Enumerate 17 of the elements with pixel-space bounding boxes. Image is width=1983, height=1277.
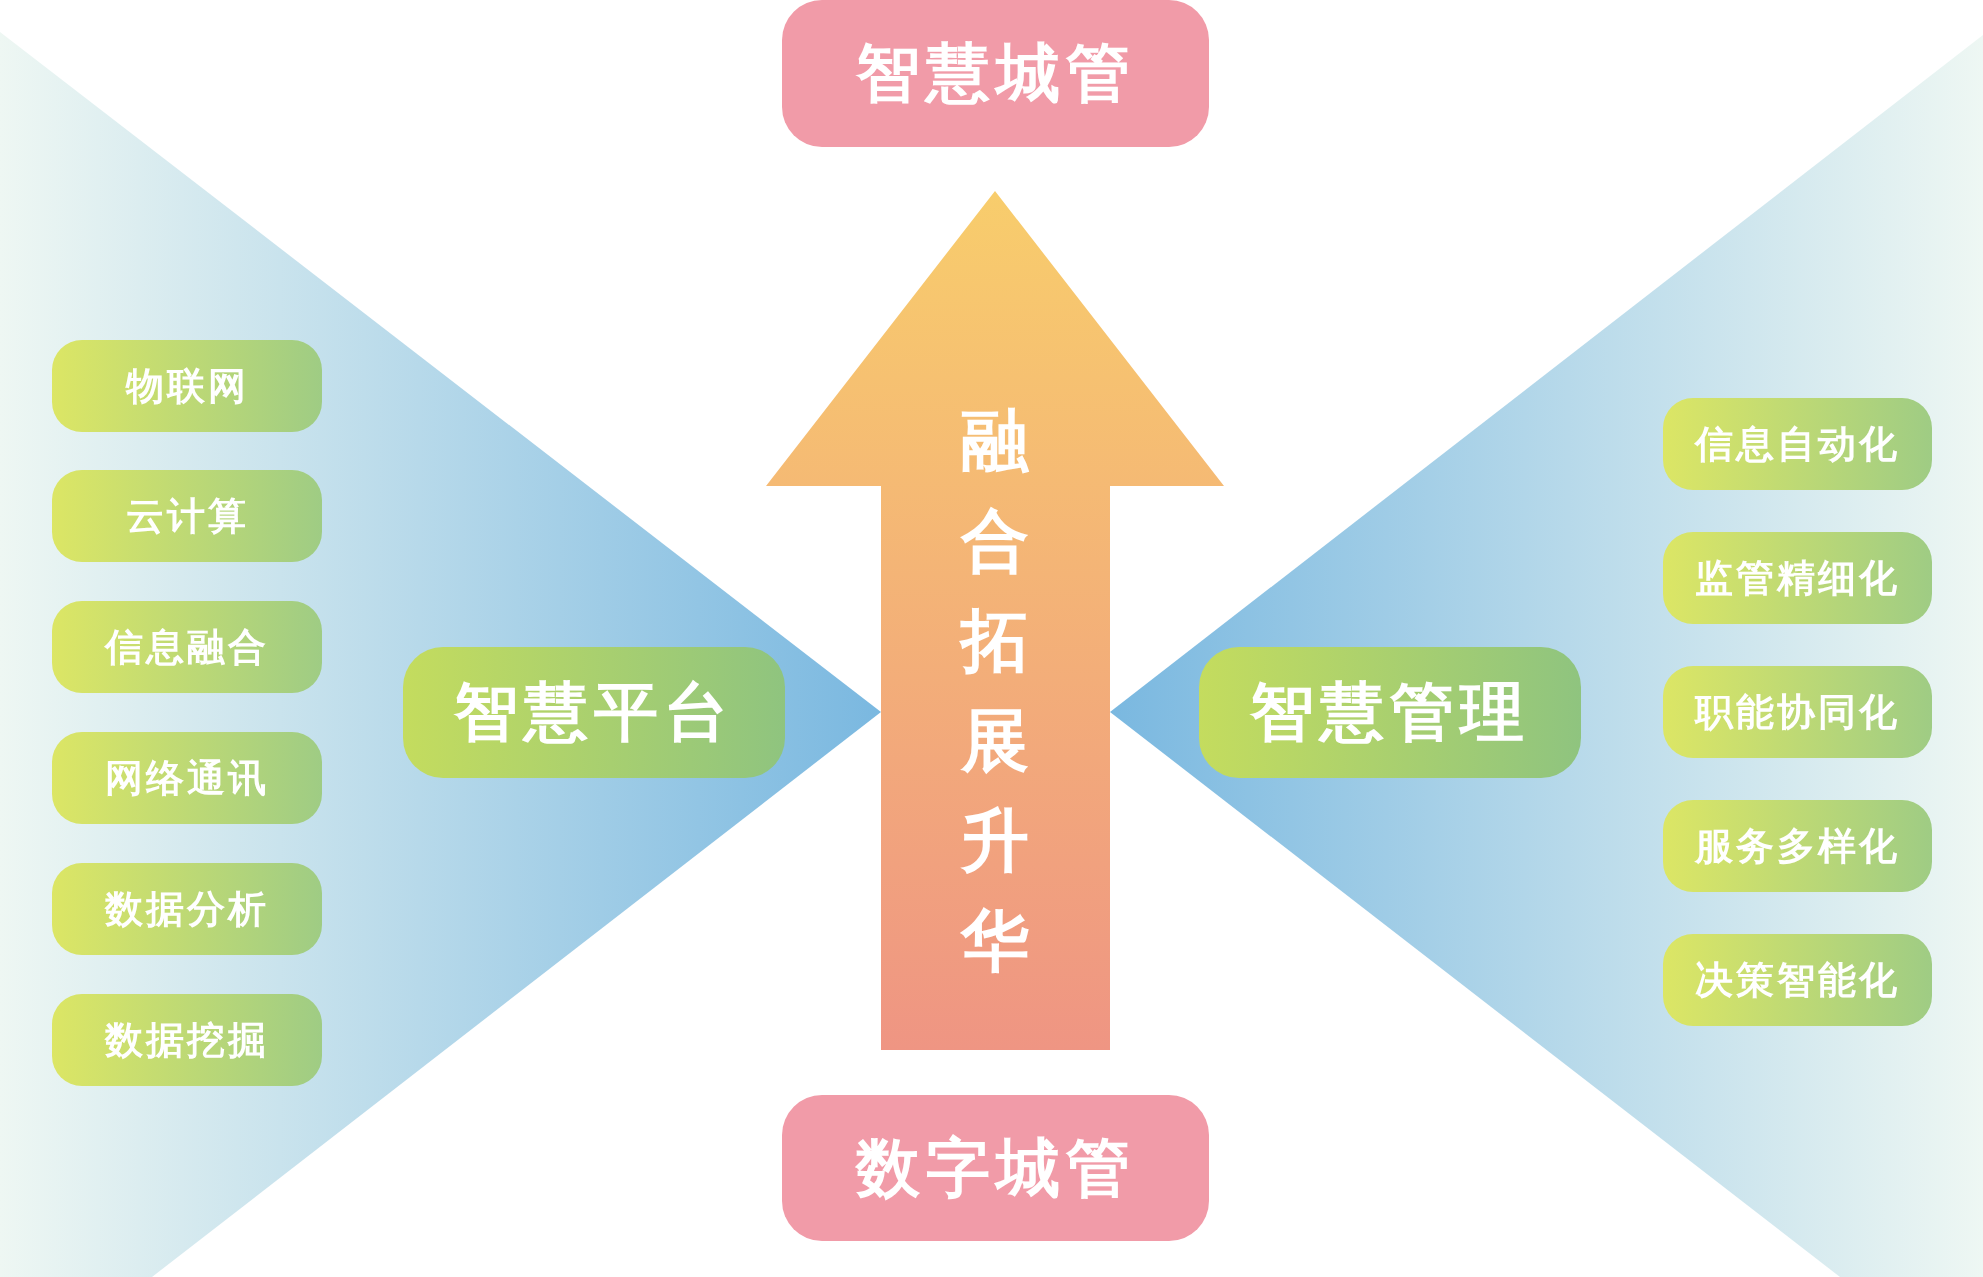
tag-pill: 云计算 xyxy=(52,470,322,562)
tag-pill: 决策智能化 xyxy=(1663,934,1932,1026)
tag-pill: 网络通讯 xyxy=(52,732,322,824)
tag-pill: 信息融合 xyxy=(52,601,322,693)
category-pill: 智慧管理 xyxy=(1199,647,1581,778)
tag-pill: 服务多样化 xyxy=(1663,800,1932,892)
title-box: 数字城管 xyxy=(782,1095,1209,1241)
tag-pill: 数据分析 xyxy=(52,863,322,955)
tag-pill: 数据挖掘 xyxy=(52,994,322,1086)
up-arrow xyxy=(766,191,1224,1050)
tag-pill: 职能协同化 xyxy=(1663,666,1932,758)
tag-pill: 信息自动化 xyxy=(1663,398,1932,490)
tag-pill: 物联网 xyxy=(52,340,322,432)
arrow-label: 融合拓展升华 xyxy=(961,400,1029,982)
title-box: 智慧城管 xyxy=(782,0,1209,147)
tag-pill: 监管精细化 xyxy=(1663,532,1932,624)
category-pill: 智慧平台 xyxy=(403,647,785,778)
